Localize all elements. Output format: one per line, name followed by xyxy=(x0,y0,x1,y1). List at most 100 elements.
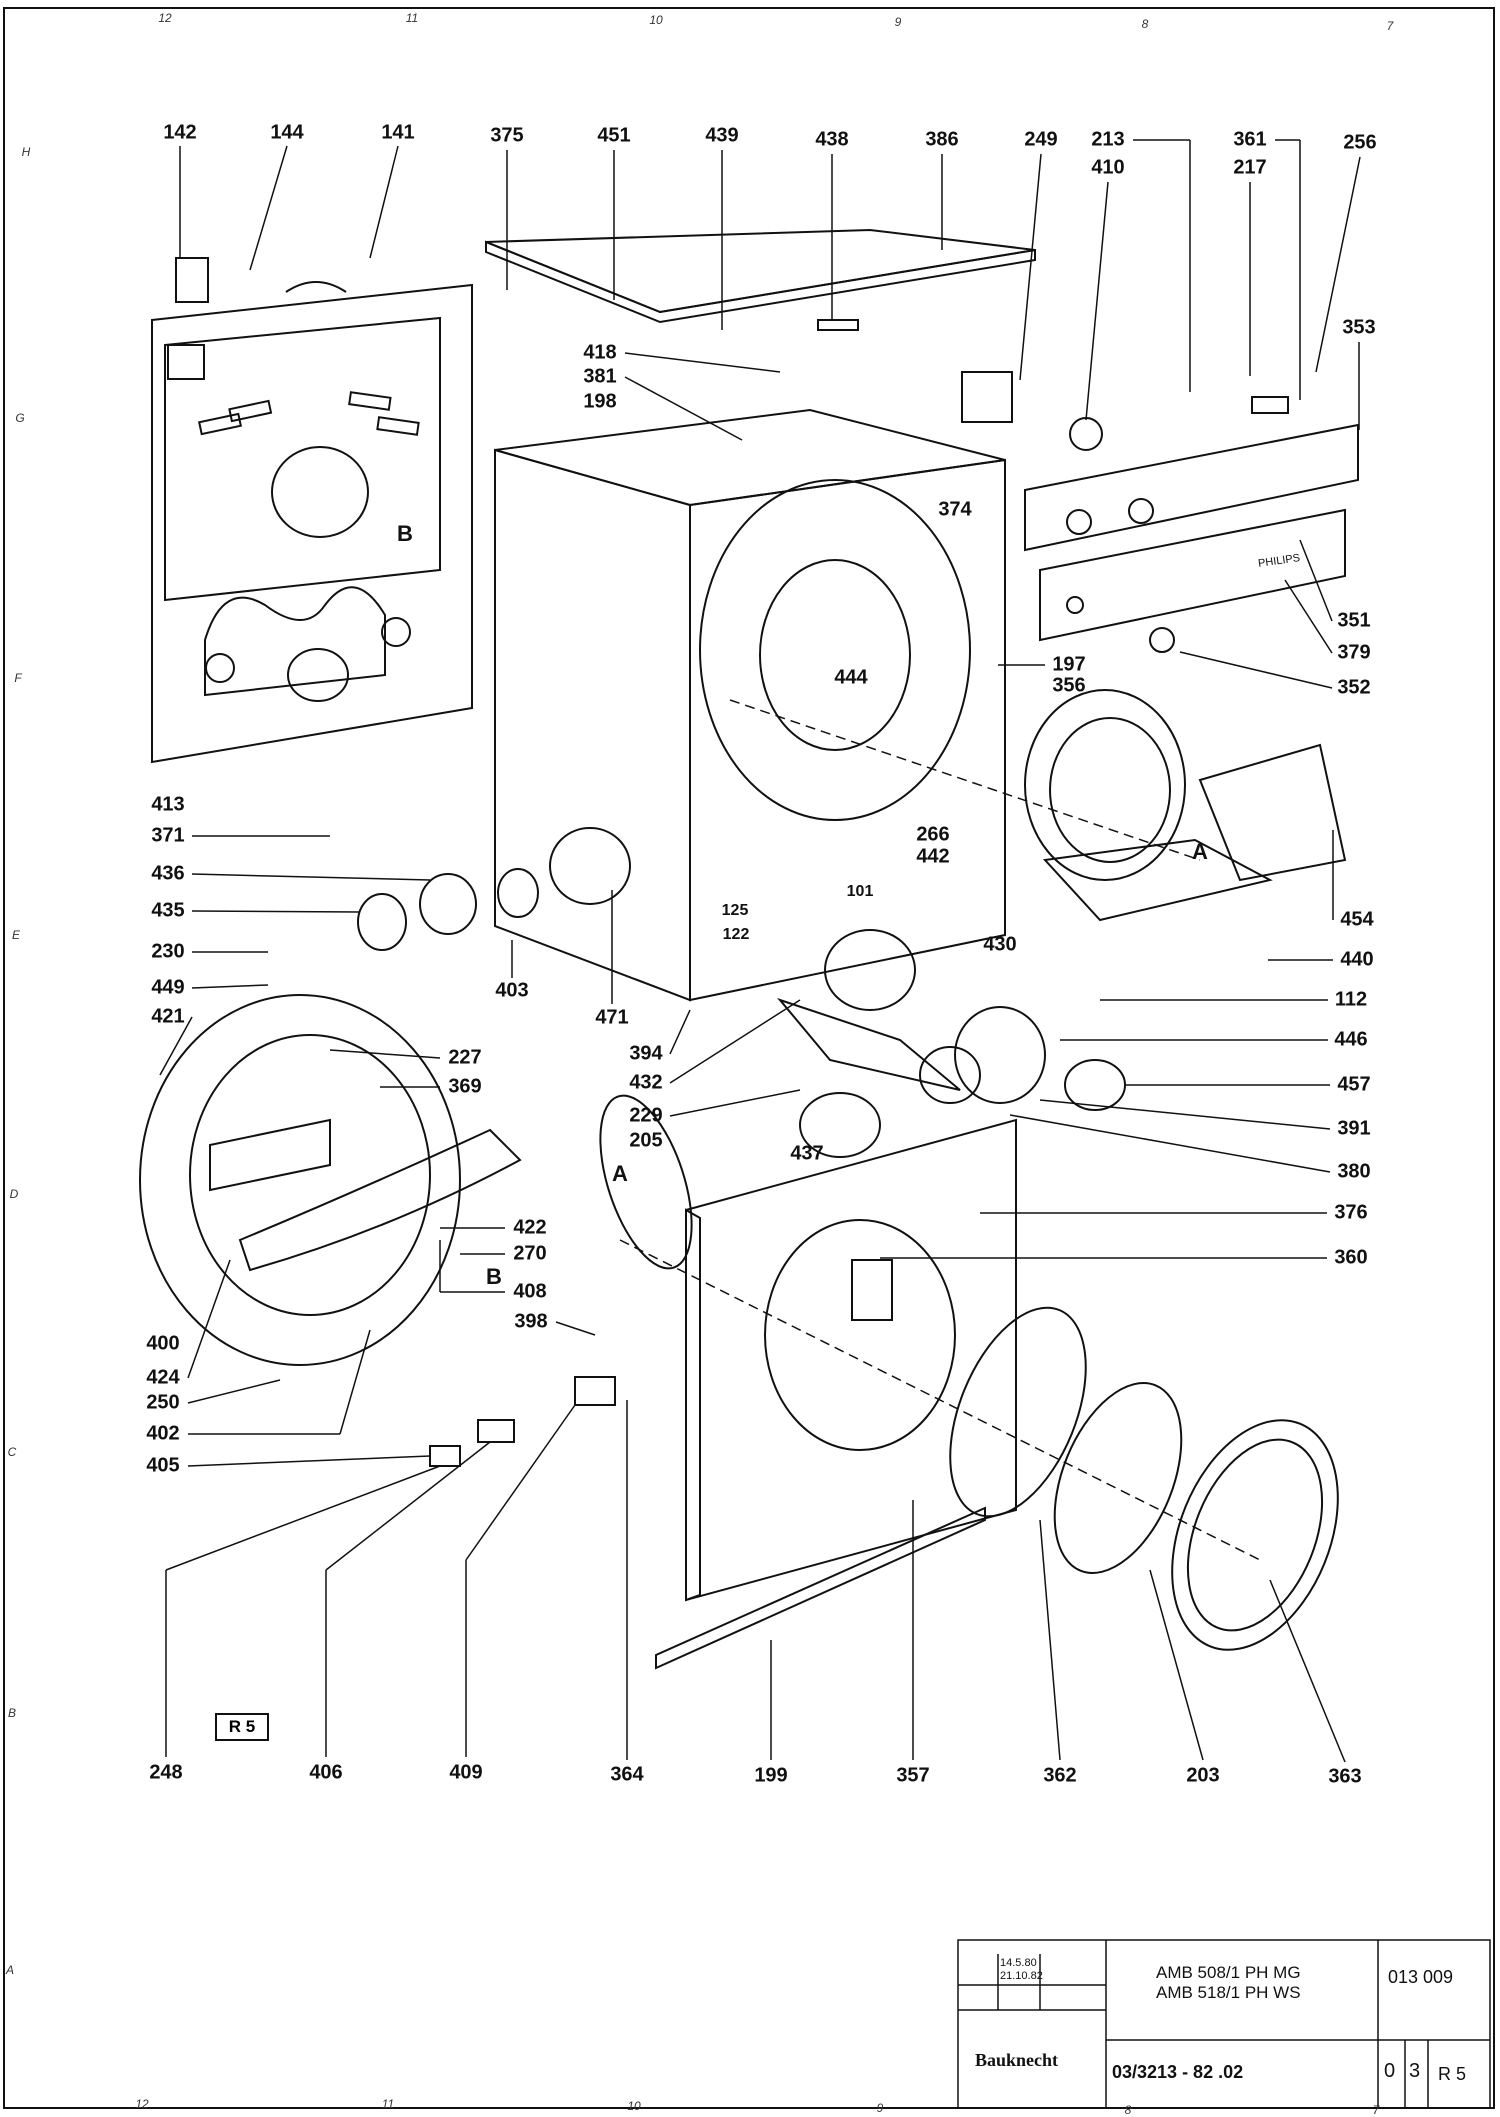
part-number-label: 380 xyxy=(1337,1160,1371,1183)
part-number-label: 422 xyxy=(513,1216,547,1239)
part-number-label: 394 xyxy=(629,1042,663,1065)
grid-reference-mark: 10 xyxy=(627,2099,641,2113)
part-number-label: 356 xyxy=(1052,674,1086,697)
part-number-label: 381 xyxy=(583,365,617,388)
part-number-label: 435 xyxy=(151,899,185,922)
part-number-label: 363 xyxy=(1328,1765,1362,1788)
part-number-label: 197 xyxy=(1052,653,1086,676)
date-2: 21.10.82 xyxy=(1000,1970,1043,1982)
part-number-label: 421 xyxy=(151,1005,185,1028)
part-number-label: 250 xyxy=(146,1391,180,1414)
part-number-label: 371 xyxy=(151,824,185,847)
manufacturer-logo: Bauknecht xyxy=(975,2050,1059,2070)
part-number-label: 430 xyxy=(983,933,1017,956)
drum-ring-part xyxy=(1024,689,1347,922)
part-number-label: 248 xyxy=(149,1761,183,1784)
cabinet-body-part xyxy=(494,408,1006,1002)
part-number-label: 409 xyxy=(449,1761,483,1784)
part-number-label: 203 xyxy=(1186,1764,1220,1787)
part-number-label: 249 xyxy=(1024,128,1058,151)
connection-letter-label: B xyxy=(397,521,413,546)
part-number-label: 410 xyxy=(1091,156,1125,179)
part-number-label: 386 xyxy=(925,128,959,151)
part-number-label: 357 xyxy=(896,1764,930,1787)
part-number-label: 351 xyxy=(1337,609,1371,632)
part-number-label: 364 xyxy=(610,1763,644,1786)
part-number-label: 353 xyxy=(1342,316,1376,339)
part-number-label: 369 xyxy=(448,1075,482,1098)
grid-reference-mark: 12 xyxy=(135,2097,149,2111)
base-strip-part xyxy=(655,1506,986,1670)
part-number-label: 376 xyxy=(1334,1201,1368,1224)
model-line-1: AMB 508/1 PH MG xyxy=(1156,1963,1301,1982)
part-number-label: 227 xyxy=(448,1046,482,1069)
grid-reference-mark: H xyxy=(21,145,31,159)
part-number: 013 009 xyxy=(1388,1967,1454,1987)
part-number-label: 438 xyxy=(815,128,849,151)
part-number-label: 391 xyxy=(1337,1117,1371,1140)
front-frame-part xyxy=(139,994,522,1366)
connection-letter-label: A xyxy=(1192,839,1208,864)
sheet-digit-2: 3 xyxy=(1409,2060,1421,2082)
connection-letter-label: A xyxy=(612,1161,628,1186)
leader-lines xyxy=(159,139,1361,1763)
grid-reference-mark: F xyxy=(14,671,22,685)
title-block-frame xyxy=(957,1939,1491,2109)
part-number-label: 400 xyxy=(146,1332,180,1355)
part-number-label: 270 xyxy=(513,1242,547,1265)
part-number-label: 418 xyxy=(583,341,617,364)
part-number-label: 141 xyxy=(381,121,415,144)
part-number-label: 122 xyxy=(722,926,750,943)
grid-reference-mark: 12 xyxy=(158,11,172,25)
grid-reference-mark: 9 xyxy=(876,2101,884,2115)
grid-reference-mark: 10 xyxy=(649,13,663,27)
motor-blower-part xyxy=(776,929,1126,1158)
sheet-badge: R 5 xyxy=(215,1713,269,1741)
date-1: 14.5.80 xyxy=(1000,1957,1037,1969)
control-panel-part xyxy=(1024,423,1359,653)
part-number-label: 405 xyxy=(146,1454,180,1477)
grid-reference-mark: D xyxy=(9,1187,19,1201)
part-number-label: 413 xyxy=(151,793,185,816)
part-number-label: 256 xyxy=(1343,131,1377,154)
grid-reference-mark: 7 xyxy=(1372,2103,1380,2117)
part-number-label: 352 xyxy=(1337,676,1371,699)
part-number-label: 229 xyxy=(629,1104,663,1127)
sheet-border xyxy=(3,7,1495,2109)
small-parts xyxy=(175,257,1289,1467)
part-number-label: 439 xyxy=(705,124,739,147)
part-number-label: 446 xyxy=(1334,1028,1368,1051)
part-number-label: 440 xyxy=(1340,948,1374,971)
part-number-label: 217 xyxy=(1233,156,1267,179)
sheet-code: R 5 xyxy=(1438,2064,1467,2084)
part-number-label: 444 xyxy=(834,666,868,689)
drawing-number: 03/3213 - 82 .02 xyxy=(1112,2062,1244,2082)
part-number-label: 406 xyxy=(309,1761,343,1784)
part-number-label: 374 xyxy=(938,498,972,521)
part-number-label: 398 xyxy=(514,1310,548,1333)
sheet-digit-1: 0 xyxy=(1384,2060,1396,2082)
grid-reference-mark: A xyxy=(5,1963,15,1977)
top-lid-part xyxy=(485,228,1036,324)
part-number-label: 379 xyxy=(1337,641,1371,664)
part-number-label: 424 xyxy=(146,1366,180,1389)
grid-reference-mark: B xyxy=(7,1706,17,1720)
grid-reference-mark: 11 xyxy=(381,2097,395,2111)
part-number-label: 451 xyxy=(597,124,631,147)
grid-reference-mark: G xyxy=(15,411,25,425)
model-line-2: AMB 518/1 PH WS xyxy=(1156,1983,1301,2002)
part-number-label: 213 xyxy=(1091,128,1125,151)
grid-reference-mark: E xyxy=(11,928,21,942)
part-number-label: 432 xyxy=(629,1071,663,1094)
part-number-label: 230 xyxy=(151,940,185,963)
part-number-label: 142 xyxy=(163,121,197,144)
part-number-label: 101 xyxy=(846,883,874,900)
part-number-label: 199 xyxy=(754,1764,788,1787)
part-number-label: 266 xyxy=(916,823,950,846)
front-panel-part xyxy=(685,1118,1017,1602)
part-number-label: 125 xyxy=(721,902,749,919)
door-assembly-part xyxy=(949,1306,1339,1651)
part-number-label: 403 xyxy=(495,979,529,1002)
part-number-label: 471 xyxy=(595,1006,629,1029)
grid-reference-mark: 11 xyxy=(405,11,419,25)
